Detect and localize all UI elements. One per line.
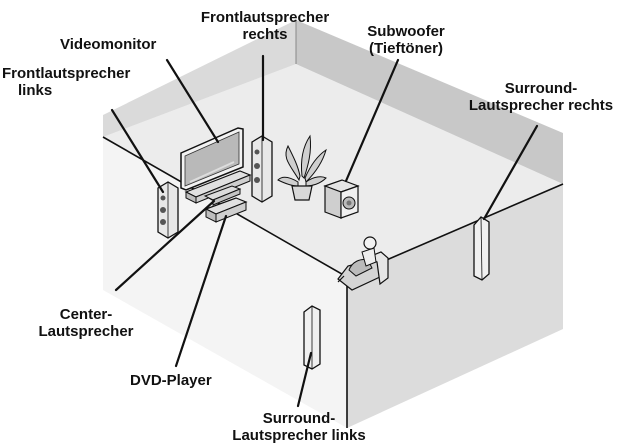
label-front-left-line1: Frontlautsprecher — [2, 65, 131, 82]
label-surround-left: Surround- Lautsprecher links — [216, 410, 382, 444]
label-center-line1: Center- — [59, 306, 113, 323]
label-dvd-player-line1: DVD-Player — [130, 372, 212, 389]
leader-front-left — [110, 108, 165, 194]
floor — [103, 64, 563, 277]
label-front-left: Frontlautsprecher links — [2, 65, 130, 99]
label-front-left-line2: links — [18, 82, 53, 99]
leader-surround-right — [482, 124, 539, 221]
label-subwoofer-line2: (Tieftöner) — [369, 40, 443, 57]
leader-dvd-player — [174, 214, 228, 368]
label-front-right: Frontlautsprecher rechts — [184, 9, 346, 43]
subwoofer — [323, 179, 360, 219]
label-front-right-line2: rechts — [242, 26, 288, 43]
listener-armchair — [337, 236, 389, 291]
front-right-speaker — [251, 135, 273, 203]
label-subwoofer-line1: Subwoofer — [367, 23, 445, 40]
label-surround-right-line1: Surround- — [504, 80, 578, 97]
label-surround-left-line2: Lautsprecher links — [232, 427, 366, 444]
label-dvd-player: DVD-Player — [130, 372, 212, 389]
dvd-player — [204, 197, 248, 223]
center-speaker — [203, 185, 242, 206]
back-right-wall — [296, 20, 563, 184]
potted-plant — [277, 134, 327, 201]
label-video-monitor-line1: Videomonitor — [60, 36, 157, 53]
label-video-monitor: Videomonitor — [60, 36, 156, 53]
label-center-line2: Lautsprecher — [38, 323, 134, 340]
leader-center — [114, 199, 216, 292]
video-monitor — [180, 127, 244, 191]
leader-lines — [110, 54, 539, 408]
label-subwoofer: Subwoofer (Tieftöner) — [354, 23, 458, 57]
surround-right-speaker — [473, 216, 490, 281]
label-surround-right-line2: Lautsprecher rechts — [468, 97, 614, 114]
leader-subwoofer — [344, 58, 400, 183]
label-surround-left-line1: Surround- — [262, 410, 336, 427]
surround-left-speaker — [303, 305, 321, 370]
front-right-wall — [347, 184, 563, 428]
label-center: Center- Lautsprecher — [34, 306, 138, 340]
label-front-right-line1: Frontlautsprecher — [200, 9, 330, 26]
leader-surround-left — [296, 351, 313, 408]
label-surround-right: Surround- Lautsprecher rechts — [456, 80, 626, 114]
front-left-speaker — [157, 181, 179, 239]
leader-video-monitor — [165, 58, 220, 144]
back-left-wall — [103, 20, 296, 137]
